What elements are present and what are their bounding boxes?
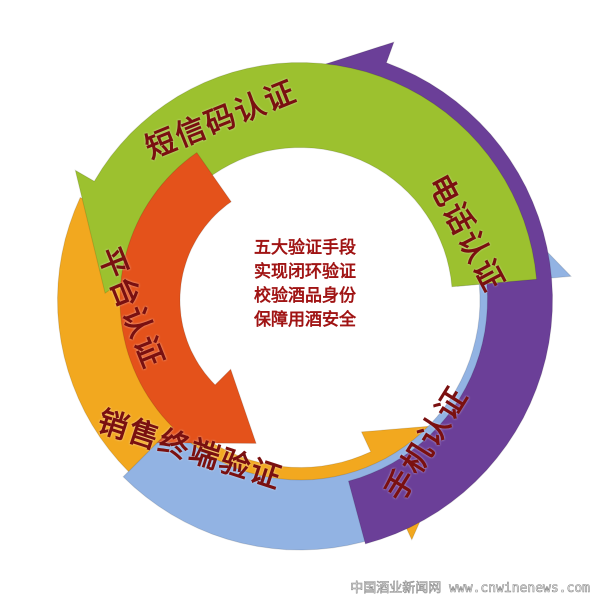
center-summary: 五大验证手段 实现闭环验证 校验酒品身份 保障用酒安全 [240,236,370,332]
center-line: 保障用酒安全 [254,310,356,330]
red-arrow [119,151,257,444]
watermark: 中国酒业新闻网 www.cnwinenews.com [350,581,590,597]
center-line: 五大验证手段 [254,238,356,258]
center-line: 实现闭环验证 [254,262,356,282]
center-line: 校验酒品身份 [254,286,356,306]
